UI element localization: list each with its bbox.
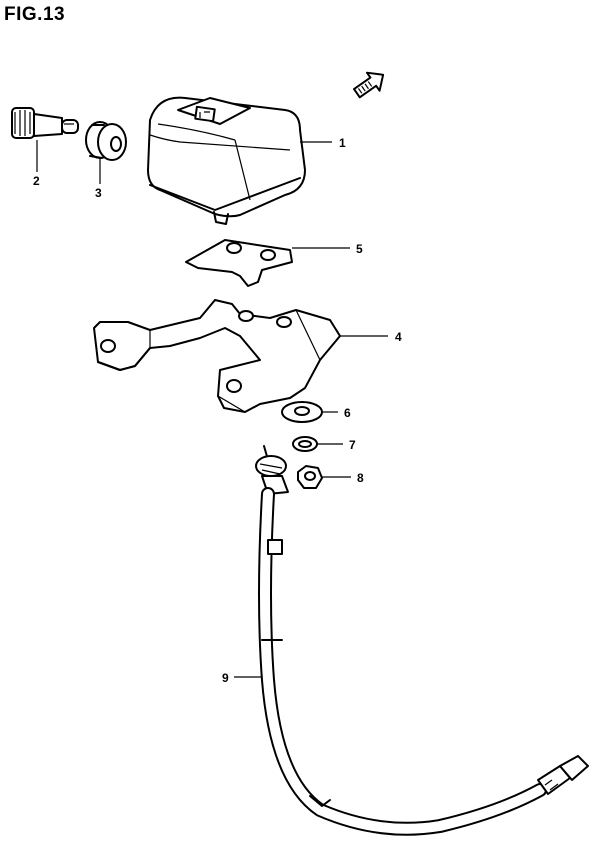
callout-label: 1 xyxy=(339,136,346,150)
part-2-bulb xyxy=(11,107,79,139)
callout-7: 7 xyxy=(317,438,356,452)
callout-5: 5 xyxy=(292,242,363,256)
part-6-washer xyxy=(281,401,323,423)
callout-label: 7 xyxy=(349,438,356,452)
part-5-plate xyxy=(185,239,293,287)
callout-label: 8 xyxy=(357,471,364,485)
part-7-lock-washer xyxy=(292,436,318,452)
callout-2: 2 xyxy=(33,140,40,188)
callout-3: 3 xyxy=(95,158,102,200)
callout-label: 2 xyxy=(33,174,40,188)
part-9-cable xyxy=(255,445,589,836)
callout-label: 3 xyxy=(95,186,102,200)
callout-9: 9 xyxy=(222,671,262,685)
part-1-housing xyxy=(147,96,306,225)
part-3-grommet xyxy=(85,121,127,161)
callout-1: 1 xyxy=(300,136,346,150)
callout-8: 8 xyxy=(322,471,364,485)
figure-title: FIG.13 xyxy=(4,4,66,25)
part-8-nut xyxy=(297,465,323,489)
part-4-bracket xyxy=(93,299,341,413)
callout-label: 9 xyxy=(222,671,229,685)
callout-4: 4 xyxy=(340,330,402,344)
callout-6: 6 xyxy=(322,406,351,420)
callout-label: 6 xyxy=(344,406,351,420)
front-direction-arrow-icon xyxy=(353,71,385,99)
callout-label: 5 xyxy=(356,242,363,256)
callout-label: 4 xyxy=(395,330,402,344)
